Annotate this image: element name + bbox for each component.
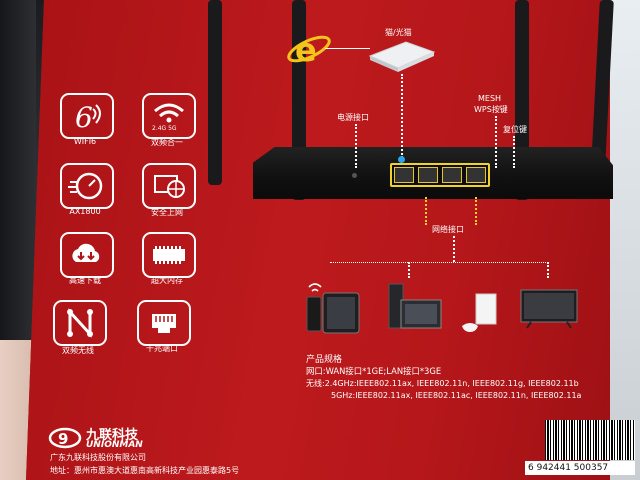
feature-label-secure: 安全上网: [151, 208, 183, 217]
connector-wps: [495, 116, 497, 168]
connector-device-bus: [408, 262, 548, 263]
port-wan: [394, 167, 414, 183]
brand-name-cn: 九联科技: [86, 428, 139, 443]
right-background-edge: [610, 0, 640, 480]
power-label: 电源接口: [337, 113, 369, 122]
specs-wireless-5: 5GHz:IEEE802.11ax, IEEE802.11ac, IEEE802…: [331, 391, 582, 400]
feature-wifi6: 6: [60, 93, 114, 139]
network-label: 网络接口: [432, 225, 464, 234]
wifi6-icon: 6: [75, 101, 101, 133]
svg-text:6: 6: [75, 101, 93, 133]
feature-label-gigabit: 千兆端口: [146, 344, 178, 353]
wan-indicator: [398, 156, 405, 163]
feature-label-download: 高速下载: [69, 276, 101, 285]
phone-tablet-icon: [306, 283, 360, 334]
feature-dual-wireless: [53, 300, 107, 346]
connector-wireless: [330, 262, 408, 263]
mesh-n-icon: [67, 308, 93, 338]
unionman-logo-icon: 9: [48, 427, 82, 449]
connector-tv: [547, 262, 549, 278]
company-name: 广东九联科技股份有限公司: [50, 453, 146, 462]
connector-lan-left: [425, 197, 427, 225]
port-lan-1: [418, 167, 438, 183]
tv-icon: [520, 289, 578, 329]
feature-gigabit: [137, 300, 191, 346]
specs-title: 产品规格: [306, 355, 343, 365]
router-box-back: [26, 0, 626, 480]
port-lan-3: [466, 167, 486, 183]
game-console-icon: [462, 293, 497, 332]
company-address: 地址：惠州市惠澳大道惠南高新科技产业园惠泰路5号: [50, 466, 240, 475]
wps-label: WPS按键: [474, 105, 508, 114]
cloud-download-icon: [72, 243, 100, 262]
connector-lan-right: [475, 197, 477, 225]
memory-chip-icon: [153, 246, 185, 264]
brand-name-en: UNIONMAN: [86, 440, 143, 450]
feature-ax1800: [60, 163, 114, 209]
port-lan-2: [442, 167, 462, 183]
connector-pc: [408, 262, 410, 278]
specs-wireless-24: 无线:2.4GHz:IEEE802.11ax, IEEE802.11n, IEE…: [306, 379, 579, 388]
svg-text:e: e: [295, 31, 317, 69]
feature-label-dual-band: 双频合一: [151, 138, 183, 147]
connector-internet-modem: [325, 48, 370, 49]
power-jack: [352, 173, 357, 178]
feature-label-dual-wireless: 双频无线: [62, 346, 94, 355]
antenna-left-outer: [208, 0, 222, 185]
feature-label-wifi6: WIFI6: [73, 137, 97, 146]
specs-ports: 网口:WAN接口*1GE;LAN接口*3GE: [306, 366, 442, 376]
mesh-label: MESH: [478, 94, 502, 103]
connector-bus-stem: [453, 236, 455, 262]
dual-band-icon: [154, 103, 184, 123]
feature-download: [60, 232, 114, 278]
svg-text:9: 9: [58, 430, 68, 448]
feature-label-ax1800: AX1800: [69, 207, 101, 216]
secure-globe-icon: [154, 175, 185, 198]
connector-power: [355, 124, 357, 168]
reset-label: 复位键: [503, 125, 527, 134]
barcode: [545, 420, 635, 460]
connector-modem-router: [401, 74, 403, 158]
feature-dual-band: 2.4G 5G: [142, 93, 196, 139]
band-badge: 2.4G 5G: [152, 125, 177, 132]
desktop-pc-icon: [388, 283, 442, 329]
lan-ports: [390, 163, 490, 187]
modem-label: 猫/光猫: [385, 28, 412, 37]
modem-device: [368, 41, 436, 72]
feature-label-memory: 超大内存: [151, 276, 183, 285]
ethernet-port-icon: [152, 314, 176, 333]
barcode-label-bg: [525, 461, 635, 475]
barcode-number: 6 942441 500357: [528, 463, 609, 473]
connector-reset: [513, 136, 515, 168]
speed-gauge-icon: [68, 172, 103, 200]
feature-memory: [142, 232, 196, 278]
internet-explorer-icon: e: [287, 31, 331, 69]
feature-secure: [142, 163, 196, 209]
